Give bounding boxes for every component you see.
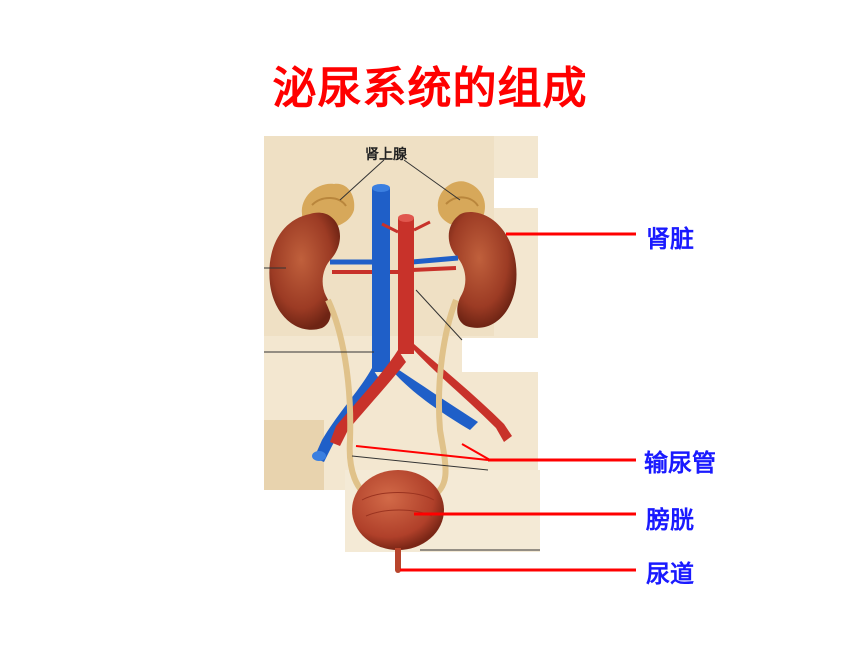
bladder-label: 膀胱 xyxy=(646,506,694,534)
ureter-leader-line-1 xyxy=(355,445,489,461)
kidney-label: 肾脏 xyxy=(646,225,694,253)
label-leader-lines xyxy=(355,232,636,572)
ureter-right xyxy=(428,298,459,501)
urethra xyxy=(395,548,401,573)
ureter-leader-line-2 xyxy=(461,443,491,461)
urethra-label: 尿道 xyxy=(646,560,694,588)
ureter-label: 输尿管 xyxy=(644,449,716,477)
kidney-left xyxy=(269,212,340,330)
kidney-right xyxy=(448,212,517,328)
bladder xyxy=(352,470,444,550)
slide-title: 泌尿系统的组成 xyxy=(272,63,588,114)
adrenal-gland-label: 肾上腺 xyxy=(365,147,407,163)
figure-leader-lines xyxy=(264,159,540,551)
ureter-left xyxy=(325,298,376,503)
